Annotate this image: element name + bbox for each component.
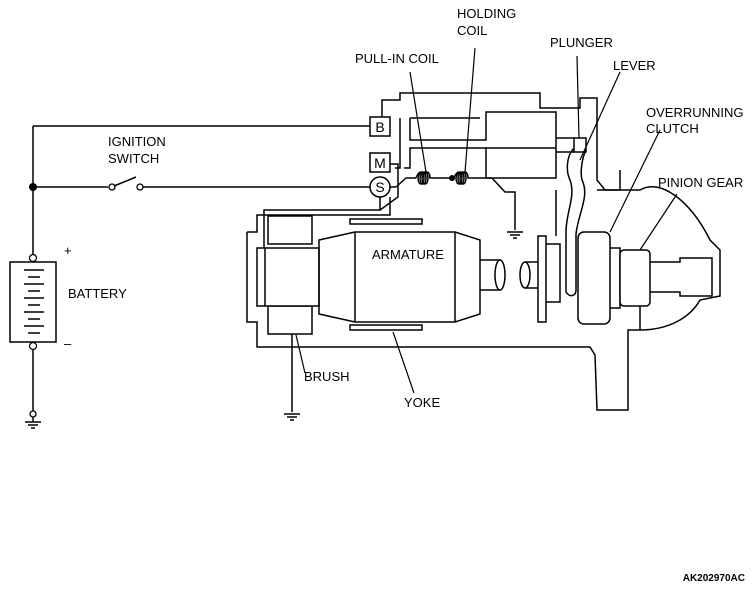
coil-windings	[263, 163, 523, 258]
overrunning-clutch	[577, 231, 611, 325]
junction-dot	[29, 183, 37, 191]
yoke-top	[349, 218, 423, 225]
terminal-b-label: B	[375, 119, 384, 135]
leader-lines	[295, 47, 678, 394]
label-ignition-switch-2: SWITCH	[108, 151, 159, 166]
label-holding-coil-2: COIL	[457, 23, 487, 38]
battery-circuit	[9, 125, 370, 429]
field-coil-bottom	[267, 305, 313, 335]
label-holding-coil-1: HOLDING	[457, 6, 516, 21]
terminal-b: B	[369, 116, 391, 137]
field-coil-top	[267, 215, 313, 245]
pull-in-coil	[415, 171, 450, 185]
drive-assembly	[537, 147, 721, 331]
armature-core	[318, 231, 481, 323]
label-lever: LEVER	[613, 58, 656, 73]
terminal-m-label: M	[374, 155, 386, 171]
label-ignition-switch-1: IGNITION	[108, 134, 166, 149]
terminal-s-label: S	[375, 179, 384, 195]
label-yoke: YOKE	[404, 395, 440, 410]
labels: HOLDING COIL PULL-IN COIL PLUNGER LEVER …	[64, 6, 745, 584]
ignition-switch-symbol	[108, 176, 144, 191]
figure-code: AK202970AC	[683, 573, 745, 584]
label-battery-minus: –	[64, 336, 72, 351]
label-overrunning-clutch-2: CLUTCH	[646, 121, 699, 136]
label-plunger: PLUNGER	[550, 35, 613, 50]
holding-coil	[453, 171, 492, 185]
commutator	[256, 247, 320, 307]
label-brush: BRUSH	[304, 369, 350, 384]
yoke-bottom	[349, 324, 423, 331]
ground-symbol	[25, 410, 41, 429]
label-armature: ARMATURE	[372, 247, 444, 262]
label-battery: BATTERY	[68, 286, 127, 301]
motor-housing	[246, 197, 641, 421]
pinion-gear	[619, 249, 651, 307]
battery-symbol	[9, 253, 57, 351]
terminal-s: S	[369, 176, 391, 198]
label-pull-in-coil: PULL-IN COIL	[355, 51, 439, 66]
label-overrunning-clutch-1: OVERRUNNING	[646, 105, 744, 120]
label-battery-plus: +	[64, 243, 72, 258]
label-pinion-gear: PINION GEAR	[658, 175, 743, 190]
terminal-m: M	[369, 152, 391, 173]
